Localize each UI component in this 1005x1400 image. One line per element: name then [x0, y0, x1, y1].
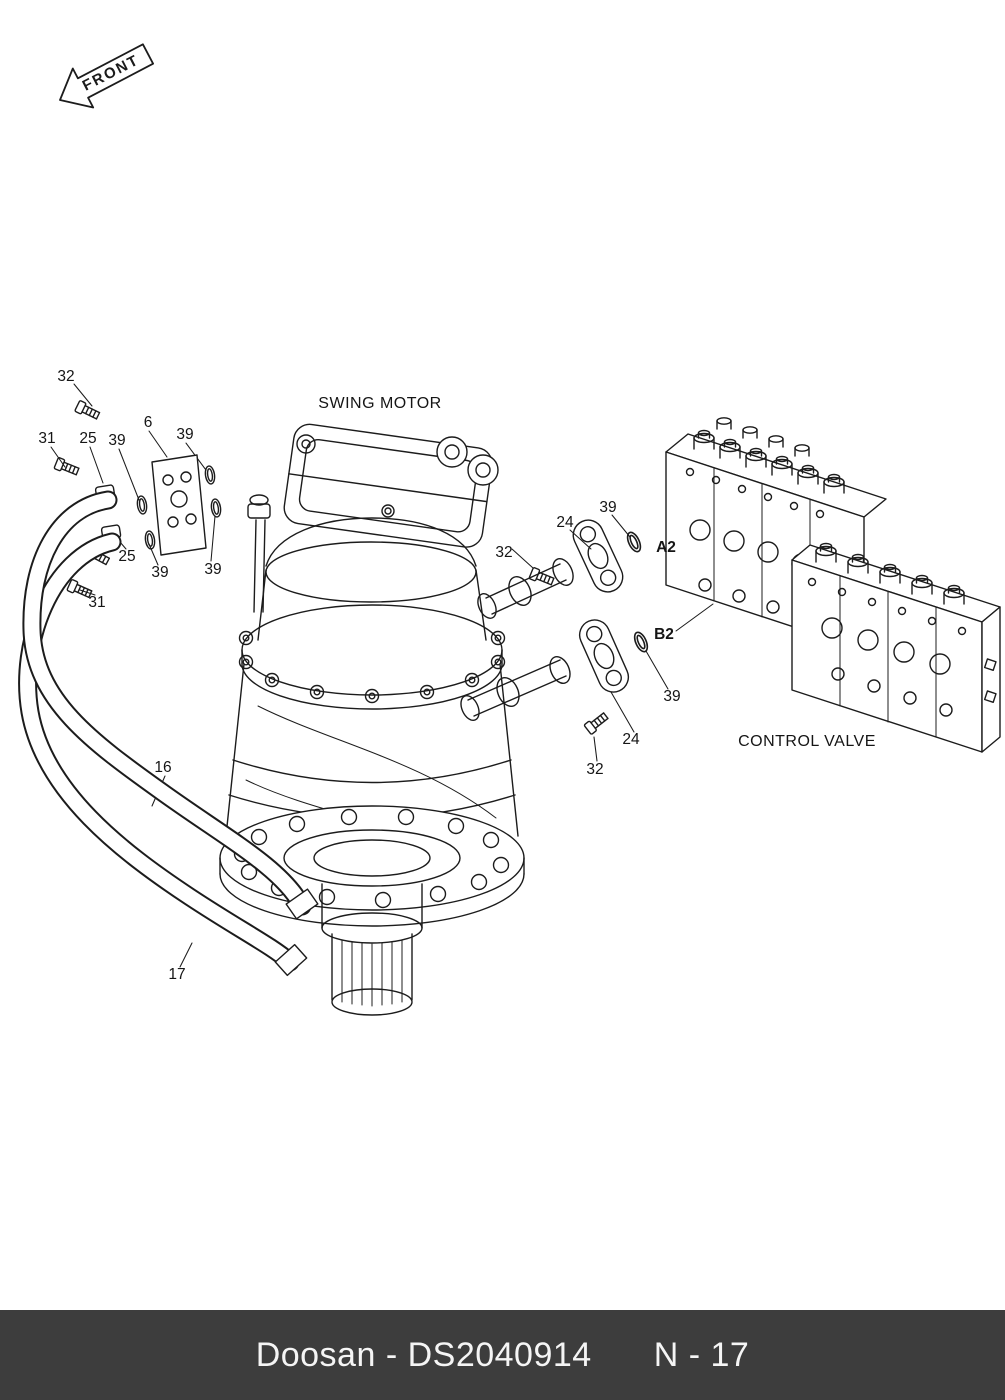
part-callout: 32: [586, 761, 604, 778]
control-valve-drawing: [665, 417, 1001, 753]
split-flange: [567, 514, 629, 598]
hose-17: [18, 532, 300, 972]
part-callout: 39: [108, 432, 126, 449]
split-flange: [574, 614, 634, 698]
exploded-view-drawing: [18, 43, 1001, 1016]
port-label: A2: [656, 539, 676, 556]
port-label: B2: [654, 626, 674, 643]
part-callout: 25: [79, 430, 97, 447]
part-callout: 31: [88, 594, 106, 611]
part-callout: 24: [556, 514, 574, 531]
front-arrow-icon: [59, 43, 155, 109]
part-callout: 39: [663, 688, 681, 705]
bolt-icon: [73, 399, 102, 422]
leader-lines: [50, 383, 714, 968]
part-callout: 6: [143, 414, 153, 431]
swing-motor-drawing: [219, 423, 525, 1016]
part-callout: 39: [176, 426, 194, 443]
bolt-icon: [53, 456, 81, 478]
part-callout: 39: [151, 564, 169, 581]
part-callout: 39: [204, 561, 222, 578]
part-callout: 32: [57, 368, 75, 385]
swing-motor-label: SWING MOTOR: [318, 395, 442, 412]
o-ring: [209, 497, 223, 519]
control-valve-label: CONTROL VALVE: [738, 733, 876, 750]
part-callout: 17: [168, 966, 186, 983]
o-ring: [135, 494, 149, 516]
flange-bolt-holes: [233, 808, 510, 909]
part-callout: 32: [495, 544, 513, 561]
hose-ferrule: [285, 888, 319, 920]
o-ring: [631, 629, 651, 655]
hose-ferrule: [274, 943, 308, 977]
pipe-assembly-b2: [460, 614, 651, 736]
part-callout: 24: [622, 731, 640, 748]
footer-bar: Doosan - DS2040914 N - 17: [0, 1310, 1005, 1400]
footer-page-ref: N - 17: [653, 1335, 750, 1374]
o-ring: [143, 529, 157, 551]
o-ring: [203, 464, 217, 486]
part-callout: 39: [599, 499, 617, 516]
manifold-plate: [53, 399, 223, 601]
footer-doc-id: Doosan - DS2040914: [255, 1335, 592, 1374]
pipe-assembly-a2: [477, 514, 644, 619]
part-callout: 25: [118, 548, 136, 565]
part-callout: 16: [154, 759, 172, 776]
hose-16: [22, 490, 312, 916]
bolt-icon: [583, 710, 611, 736]
o-ring: [624, 529, 644, 555]
part-callout: 31: [38, 430, 56, 447]
